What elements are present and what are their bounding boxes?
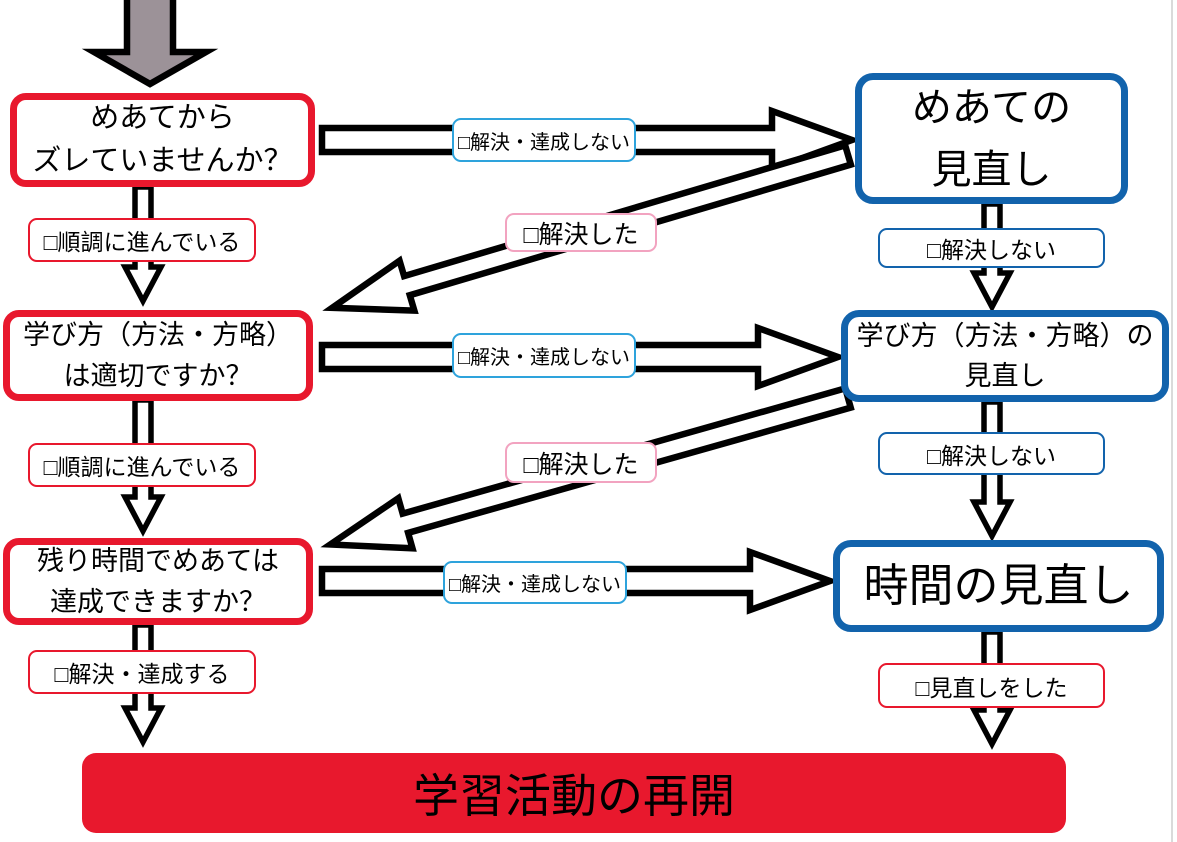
checkbox-label-not-achieved-2: □解決・達成しない bbox=[452, 333, 636, 378]
checkbox-label-not-solved-1: □解決しない bbox=[878, 228, 1105, 268]
checkbox-label-not-solved-2: □解決しない bbox=[878, 432, 1105, 475]
question-text-line: 学び方（方法・方略） bbox=[23, 320, 293, 350]
checkbox-label-not-achieved-1: □解決・達成しない bbox=[452, 118, 636, 162]
review-text-line: 学び方（方法・方略）の bbox=[856, 320, 1154, 351]
entry-down-arrow-icon bbox=[81, 0, 219, 88]
page-edge-divider bbox=[1171, 0, 1173, 842]
checkbox-label-solved-2: □解決した bbox=[505, 442, 657, 483]
review-text-line: めあての bbox=[911, 85, 1072, 130]
question-text-line: ズレていませんか？ bbox=[32, 145, 293, 177]
question-box-goal: めあてから ズレていませんか？ bbox=[10, 93, 315, 187]
resume-learning-banner: 学習活動の再開 bbox=[82, 753, 1066, 833]
question-box-time: 残り時間でめあては 達成できますか？ bbox=[3, 538, 313, 625]
question-box-method: 学び方（方法・方略） は適切ですか？ bbox=[3, 310, 313, 401]
question-text-line: 達成できますか？ bbox=[50, 586, 266, 617]
review-text-line: 見直し bbox=[964, 361, 1046, 391]
question-text-line: 残り時間でめあては bbox=[37, 546, 279, 576]
checkbox-label-solved-1: □解決した bbox=[505, 213, 657, 252]
review-box-goal: めあての 見直し bbox=[855, 73, 1128, 204]
review-text-line: 時間の見直し bbox=[863, 560, 1134, 612]
review-text-line: 見直し bbox=[931, 147, 1052, 192]
checkbox-label-achieve: □解決・達成する bbox=[28, 650, 256, 694]
review-box-method: 学び方（方法・方略）の 見直し bbox=[841, 310, 1169, 402]
checkbox-label-reviewed: □見直しをした bbox=[878, 663, 1105, 708]
question-text-line: は適切ですか？ bbox=[63, 360, 253, 391]
checkbox-label-going-well-1: □順調に進んでいる bbox=[28, 218, 256, 262]
checkbox-label-going-well-2: □順調に進んでいる bbox=[28, 443, 256, 487]
review-box-time: 時間の見直し bbox=[833, 540, 1164, 632]
question-text-line: めあてから bbox=[90, 101, 235, 134]
checkbox-label-not-achieved-3: □解決・達成しない bbox=[443, 561, 627, 604]
